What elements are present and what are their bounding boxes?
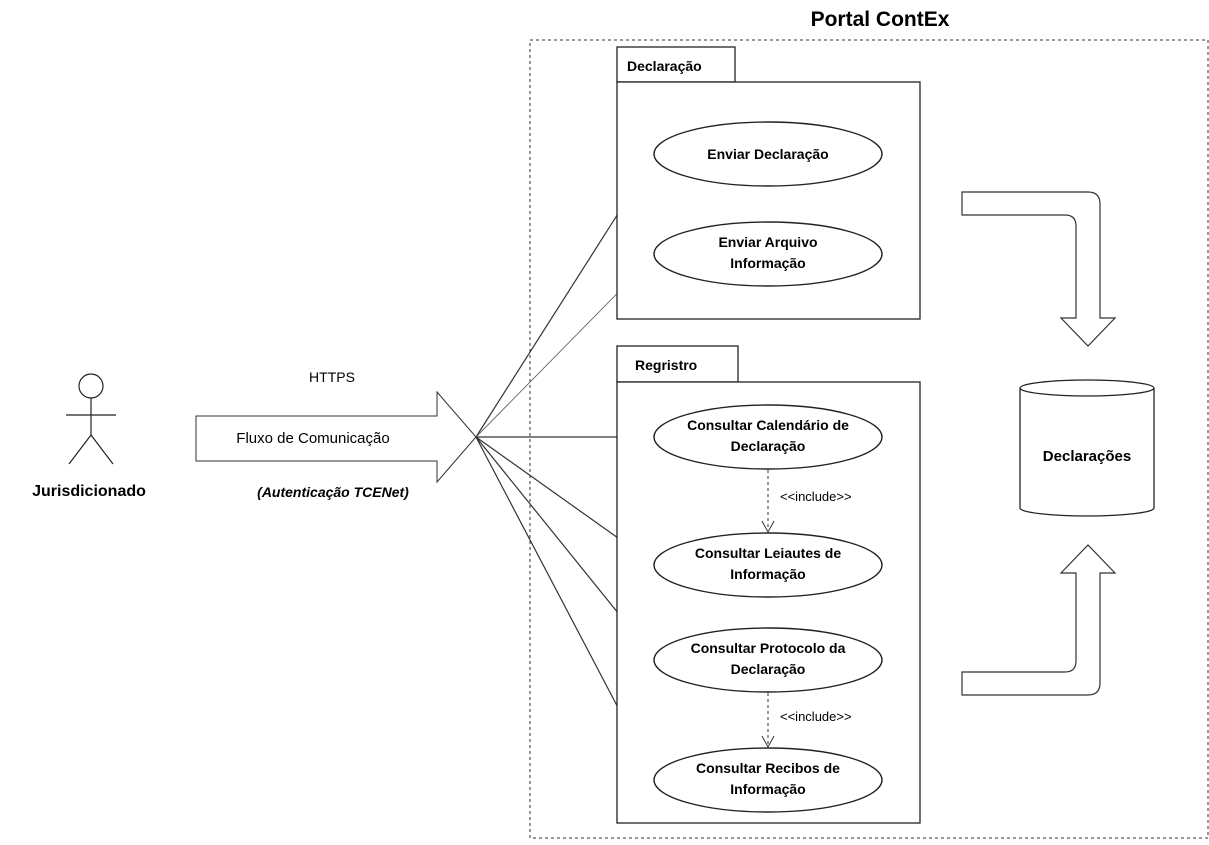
auth-note: (Autenticação TCENet) xyxy=(257,484,409,500)
use-case-label: Informação xyxy=(730,566,805,582)
use-case-consultar-recibos: Consultar Recibos de Informação xyxy=(653,747,883,813)
include-label: <<include>> xyxy=(780,489,852,504)
datastore-label: Declarações xyxy=(1043,448,1131,465)
system-title: Portal ContEx xyxy=(811,8,950,31)
use-case-consultar-calendario: Consultar Calendário de Declaração xyxy=(653,404,883,470)
use-case-label: Declaração xyxy=(731,438,806,454)
include-relation-protocolo-recibos xyxy=(761,693,775,749)
use-case-label: Consultar Protocolo da xyxy=(691,640,846,656)
bent-arrow-down xyxy=(961,191,1117,347)
use-case-enviar-arquivo-informacao: Enviar Arquivo Informação xyxy=(653,221,883,287)
package-name: Regristro xyxy=(635,357,697,373)
use-case-label: Enviar Arquivo xyxy=(718,234,817,250)
use-case-label: Consultar Recibos de xyxy=(696,760,840,776)
use-case-enviar-declaracao: Enviar Declaração xyxy=(653,121,883,187)
package-name: Declaração xyxy=(627,58,702,74)
package-tab xyxy=(616,345,739,383)
stick-figure-actor-icon xyxy=(66,373,116,465)
use-case-label: Informação xyxy=(730,255,805,271)
flow-label: Fluxo de Comunicação xyxy=(236,430,389,447)
use-case-label: Enviar Declaração xyxy=(707,146,828,162)
include-relation-calendario-leiautes xyxy=(761,470,775,534)
package-tab xyxy=(616,46,736,83)
use-case-label: Consultar Leiautes de xyxy=(695,545,841,561)
use-case-label: Informação xyxy=(730,781,805,797)
communication-flow-arrow xyxy=(195,390,477,484)
system-boundary xyxy=(529,39,1209,839)
use-case-label: Declaração xyxy=(731,661,806,677)
use-case-consultar-protocolo: Consultar Protocolo da Declaração xyxy=(653,627,883,693)
use-case-label: Consultar Calendário de xyxy=(687,417,849,433)
actor-name: Jurisdicionado xyxy=(32,483,146,500)
include-label: <<include>> xyxy=(780,709,852,724)
bent-arrow-up xyxy=(961,544,1117,696)
use-case-consultar-leiautes: Consultar Leiautes de Informação xyxy=(653,532,883,598)
protocol-label: HTTPS xyxy=(309,369,355,385)
database-cylinder-icon xyxy=(1019,379,1155,517)
